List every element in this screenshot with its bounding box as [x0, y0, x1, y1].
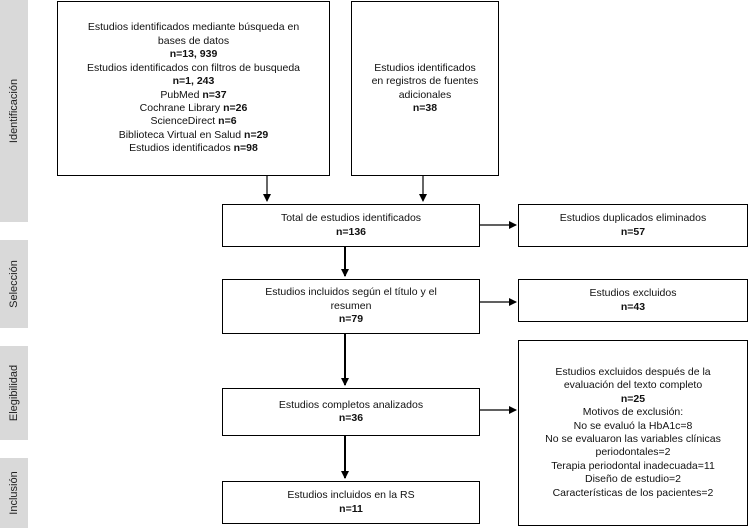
- box-databases: Estudios identificados mediante búsqueda…: [57, 1, 330, 176]
- bvs-n: n=29: [244, 128, 269, 141]
- other-n: n=38: [412, 101, 438, 114]
- fulltext-label: Estudios completos analizados: [278, 398, 424, 411]
- other-line2: en registros de fuentes: [371, 75, 479, 88]
- pubmed-n: n=37: [202, 88, 227, 101]
- screened-line2: resumen: [330, 299, 372, 312]
- fte-reasons-title: Motivos de exclusión:: [582, 406, 684, 419]
- databases-line1: Estudios identificados mediante búsqueda…: [87, 21, 300, 34]
- phase-identificacion: Identificación: [0, 0, 28, 222]
- screened-n: n=79: [338, 313, 364, 326]
- fte-reason2b: periodontales=2: [595, 446, 671, 459]
- phase-elegibilidad: Elegibilidad: [0, 346, 28, 440]
- fte-line1: Estudios excluidos después de la: [555, 365, 711, 378]
- screened-line1: Estudios incluidos según el título y el: [265, 286, 437, 299]
- fte-reason5: Características de los pacientes=2: [552, 486, 714, 499]
- cochrane-n: n=26: [223, 101, 248, 114]
- box-duplicates: Estudios duplicados eliminados n=57: [518, 204, 748, 247]
- box-total-identified: Total de estudios identificados n=136: [222, 204, 480, 247]
- phase-seleccion: Selección: [0, 240, 28, 328]
- databases-sciencedirect: ScienceDirect n=6: [150, 115, 236, 128]
- other-line1: Estudios identificados: [374, 61, 476, 74]
- databases-total: Estudios identificados n=98: [129, 142, 258, 155]
- box-fulltext: Estudios completos analizados n=36: [222, 388, 480, 436]
- phase-inclusion: Inclusión: [0, 458, 28, 528]
- sciencedirect-label: ScienceDirect: [150, 115, 216, 128]
- databases-bvs: Biblioteca Virtual en Salud n=29: [119, 129, 269, 142]
- fte-reason2a: No se evaluaron las variables clínicas: [545, 433, 721, 445]
- databases-line2: bases de datos: [157, 34, 230, 47]
- databases-total-n: n=98: [233, 142, 258, 155]
- box-screened: Estudios incluidos según el título y el …: [222, 279, 480, 334]
- box-excluded: Estudios excluidos n=43: [518, 279, 748, 322]
- box-included: Estudios incluidos en la RS n=11: [222, 481, 480, 524]
- databases-pubmed: PubMed n=37: [160, 89, 226, 102]
- excluded-n: n=43: [620, 300, 646, 313]
- box-fulltext-excluded: Estudios excluidos después de la evaluac…: [518, 340, 748, 526]
- fte-line2: evaluación del texto completo: [563, 379, 703, 392]
- databases-line3: Estudios identificados con filtros de bu…: [86, 61, 301, 74]
- fte-reason3: Terapia periodontal inadecuada=11: [551, 459, 715, 472]
- included-label: Estudios incluidos en la RS: [287, 489, 415, 502]
- fte-reason4: Diseño de estudio=2: [584, 473, 682, 486]
- sciencedirect-n: n=6: [218, 115, 237, 128]
- duplicates-label: Estudios duplicados eliminados: [559, 212, 707, 225]
- databases-n2: n=1, 243: [172, 75, 215, 88]
- excluded-label: Estudios excluidos: [589, 287, 677, 300]
- databases-cochrane: Cochrane Library n=26: [140, 102, 248, 115]
- bvs-label: Biblioteca Virtual en Salud: [118, 128, 242, 141]
- box-other-sources: Estudios identificados en registros de f…: [351, 1, 499, 176]
- fte-reason1: No se evaluó la HbA1c=8: [573, 419, 693, 432]
- total-label: Total de estudios identificados: [280, 212, 422, 225]
- cochrane-label: Cochrane Library: [139, 101, 221, 114]
- duplicates-n: n=57: [620, 225, 646, 238]
- databases-n1: n=13, 939: [169, 48, 218, 61]
- pubmed-label: PubMed: [160, 88, 200, 101]
- total-n: n=136: [335, 225, 367, 238]
- fte-n: n=25: [620, 392, 646, 405]
- fulltext-n: n=36: [338, 412, 364, 424]
- databases-total-label: Estudios identificados: [129, 142, 231, 155]
- included-n: n=11: [339, 502, 363, 515]
- other-line3: adicionales: [398, 88, 452, 101]
